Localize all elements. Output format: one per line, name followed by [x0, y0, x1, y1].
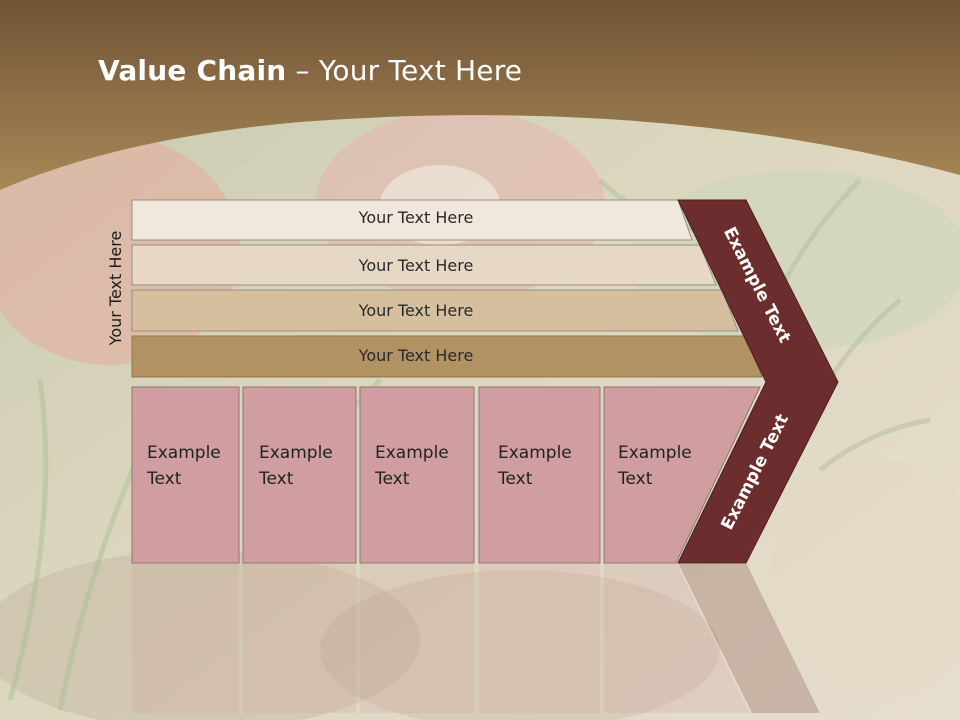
box-5-text: Example Text: [618, 440, 692, 492]
band-1-label: Your Text Here: [358, 208, 474, 227]
band-1-shape: [131, 199, 693, 241]
header-band: [0, 0, 960, 190]
band-2-shape: [131, 244, 717, 286]
title-rest: – Your Text Here: [286, 54, 523, 87]
box-3-line1: Example: [375, 443, 449, 463]
side-label: Your Text Here: [106, 230, 125, 346]
box-2-line1: Example: [259, 443, 333, 463]
title-bold: Value Chain: [98, 54, 287, 87]
slide-title: Value Chain – Your Text Here: [98, 54, 522, 87]
box-5-line2: Text: [618, 469, 653, 489]
box-3-shape: [359, 386, 475, 564]
band-4-shape: [131, 335, 763, 378]
box-2-shape: [242, 386, 357, 564]
box-1-line2: Text: [147, 469, 182, 489]
box-1-shape: [131, 386, 240, 564]
band-4-label: Your Text Here: [358, 346, 474, 365]
box-4-line2: Text: [498, 469, 533, 489]
box-1-text: Example Text: [147, 440, 221, 492]
box-2-line2: Text: [259, 469, 294, 489]
box-5-shape: [603, 386, 761, 564]
band-3-label: Your Text Here: [358, 301, 474, 320]
box-4-text: Example Text: [498, 440, 572, 492]
box-3-line2: Text: [375, 469, 410, 489]
box-2-text: Example Text: [259, 440, 333, 492]
box-4-shape: [478, 386, 601, 564]
band-2-label: Your Text Here: [358, 256, 474, 275]
box-5-line1: Example: [618, 443, 692, 463]
chevron-shape: [677, 199, 839, 564]
band-3-shape: [131, 289, 739, 332]
box-4-line1: Example: [498, 443, 572, 463]
box-3-text: Example Text: [375, 440, 449, 492]
box-1-line1: Example: [147, 443, 221, 463]
